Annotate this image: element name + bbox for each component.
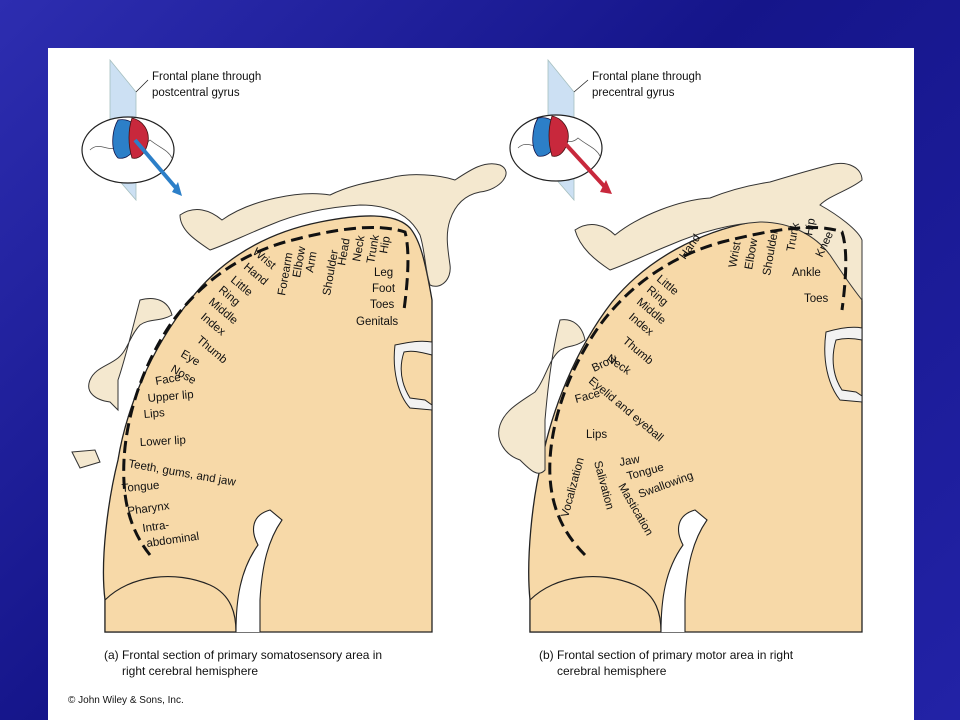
homunculus-body-b <box>574 163 863 302</box>
label-head: Head <box>336 237 353 266</box>
label-toes-b: Toes <box>804 293 829 305</box>
sulcus-b <box>660 509 708 633</box>
plane-label-b-line2: precentral gyrus <box>592 87 675 99</box>
label-leg: Leg <box>374 267 393 279</box>
homunculus-figure: Frontal plane through postcentral gyrus … <box>68 58 863 706</box>
caption-a-line1: (a) Frontal section of primary somatosen… <box>104 648 382 662</box>
homunculus-jaw-a <box>71 449 101 469</box>
copyright: © John Wiley & Sons, Inc. <box>68 695 184 706</box>
label-arm: Arm <box>304 251 319 274</box>
label-tongue: Tongue <box>121 480 160 495</box>
caption-b-line1: (b) Frontal section of primary motor are… <box>539 648 794 662</box>
label-wrist-b: Wrist <box>727 240 743 268</box>
label-pharynx: Pharynx <box>127 500 171 518</box>
brain-inset-a <box>81 58 182 202</box>
brain-inset-b <box>509 58 612 202</box>
label-genitals: Genitals <box>356 316 398 328</box>
label-lips: Lips <box>143 407 165 421</box>
label-intra: Intra- <box>142 519 170 535</box>
label-foot: Foot <box>372 283 396 295</box>
cortex-band-a <box>122 225 410 556</box>
cortex-band-b <box>548 225 848 557</box>
plane-label-a-line1: Frontal plane through <box>152 71 261 83</box>
label-toes: Toes <box>370 299 395 311</box>
figure-panel: Frontal plane through postcentral gyrus … <box>48 48 914 720</box>
temporal-lobe-a <box>104 575 237 633</box>
sulcus-a <box>235 509 283 633</box>
homunculus-face-a <box>88 298 173 412</box>
label-hip-b: Hip <box>803 217 818 236</box>
label-lower-lip: Lower lip <box>140 435 187 449</box>
ventricle-a <box>393 340 433 411</box>
plane-label-a-line2: postcentral gyrus <box>152 87 240 99</box>
caption-a-line2: right cerebral hemisphere <box>122 664 258 678</box>
label-elbow: Elbow <box>291 245 308 279</box>
label-neck: Neck <box>351 234 367 262</box>
temporal-lobe-b <box>529 575 662 633</box>
label-trunk-b: Trunk <box>785 222 802 253</box>
label-jaw: Jaw <box>618 453 641 468</box>
label-face: Face <box>154 372 181 388</box>
ventricle-b <box>824 326 863 403</box>
homunculus-body-a <box>179 163 507 287</box>
label-ankle: Ankle <box>792 267 821 279</box>
cortex-section-a <box>102 215 433 633</box>
panel-b: Frontal plane through precentral gyrus V… <box>498 58 863 678</box>
panel-a: Frontal plane through postcentral gyrus … <box>71 58 507 678</box>
homunculus-face-b <box>498 319 586 474</box>
label-lips-b: Lips <box>586 429 607 441</box>
plane-label-b-line1: Frontal plane through <box>592 71 701 83</box>
label-trunk: Trunk <box>365 234 382 265</box>
caption-b-line2: cerebral hemisphere <box>557 664 667 678</box>
label-hip: Hip <box>378 235 393 254</box>
label-upper-lip: Upper lip <box>147 389 194 405</box>
label-elbow-b: Elbow <box>743 237 760 271</box>
